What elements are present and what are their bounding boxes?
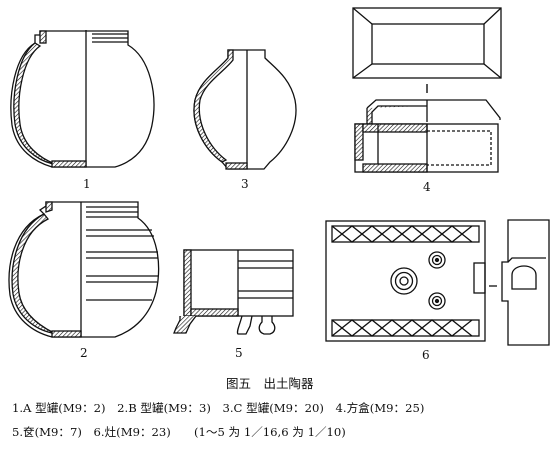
item-5-lian (173, 249, 294, 335)
vessel-3-jar-c (193, 49, 297, 170)
item-6-stove-top-view (325, 220, 486, 342)
item-label-4: 4 (423, 180, 431, 194)
item-4-box-section-view (354, 99, 501, 173)
vessel-1-jar-a (10, 30, 155, 168)
item-label-2: 2 (80, 346, 88, 360)
figure-title: 图五 出土陶器 (226, 376, 314, 391)
caption-line-2: 5.奁(M9：7) 6.灶(M9：23) (1～5 为 1／16,6 为 1／1… (12, 425, 346, 439)
item-label-5: 5 (235, 346, 243, 360)
item-label-1: 1 (83, 177, 91, 191)
caption-line-1: 1.A 型罐(M9：2) 2.B 型罐(M9：3) 3.C 型罐(M9：20) … (12, 401, 425, 415)
item-label-3: 3 (241, 177, 249, 191)
item-6-stove-end-view (501, 219, 550, 346)
item-label-6: 6 (422, 348, 430, 362)
vessel-2-jar-b (8, 201, 160, 338)
item-4-box-top-view (352, 7, 502, 79)
